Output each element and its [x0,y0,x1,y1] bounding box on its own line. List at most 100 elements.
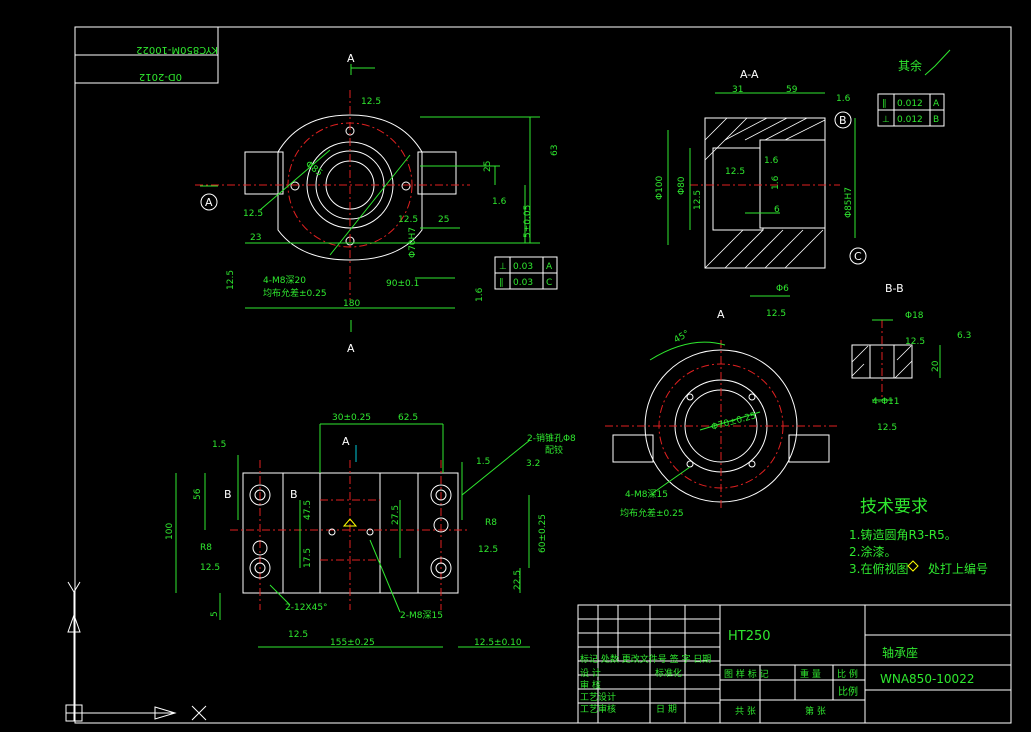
stamp-line2: 0D-2012 [139,71,182,82]
dim-phi80: Φ80 [677,176,687,195]
section-b-right: B [290,488,298,501]
rough-top-5: 1.6 [475,287,485,302]
tech-note-2: 2.涂漆。 [849,544,896,559]
dim-phi6: Φ6 [776,284,789,294]
radius-r8-left: R8 [200,543,212,553]
tol2-ref: B [933,115,939,125]
front-view [175,423,531,648]
tol1-sym: ∥ [882,99,887,109]
section-b-left: B [224,488,232,501]
dim-90: 90±0.1 [386,279,419,289]
datum-b: B [839,114,847,127]
dim-20: 20 [931,360,941,372]
tol4-sym: ∥ [499,278,504,288]
dim-12-5-front: 12.5±0.10 [474,638,522,648]
section-aa-view [667,92,856,297]
section-aa-label: A-A [740,68,759,81]
rough-aa-1: 12.5 [725,167,745,177]
tb-process-design: 工艺设计 [580,691,616,703]
datum-c: C [854,250,862,263]
top-view [195,90,540,309]
rough-bb-3: 12.5 [877,423,897,433]
dim-59: 59 [786,85,798,95]
datum-a: A [205,196,213,209]
tol3-ref: A [546,262,553,272]
dim-63: 63 [550,145,560,156]
tol4-val: 0.03 [513,278,533,288]
rough-bb-1: 12.5 [905,337,925,347]
tol2-sym: ⊥ [882,115,890,125]
dim-phi85h7: Φ85H7 [844,187,854,218]
tapped-label: 2-M8深15 [400,610,443,621]
tech-note-1: 1.铸造圆角R3-R5。 [849,527,957,542]
dim-phi85: Φ85 [303,159,324,178]
tb-standard: 标准化 [655,667,682,679]
section-a-top: A [347,52,355,65]
stamp-box: KYC850M-10022 0D-2012 [74,26,219,84]
rough-aa-2: 1.6 [764,156,779,166]
chamfer-label: 2-12X45° [285,603,328,613]
rough-front-1: 12.5 [200,563,220,573]
dim-30: 30±0.25 [332,413,371,423]
tech-note-3b: 处打上编号 [928,561,988,576]
rough-top-1: 12.5 [243,209,263,219]
rough-top-2: 12.5 [398,215,418,225]
dim-4-phi11: 4-Φ11 [872,397,900,407]
tolerance-frame-top [494,256,558,290]
dim-5-front: 5 [210,611,220,617]
dim-31: 31 [732,85,743,95]
dim-23: 23 [250,233,261,243]
tolerance-frame-aa [877,93,945,127]
section-bb-label: B-B [885,282,904,295]
ucs-icon [65,581,207,722]
dim-180: 180 [343,299,360,309]
dim-1-5b: 1.5 [476,457,490,467]
tb-ratio: 比 例 [837,668,858,680]
tol1-val: 0.012 [897,99,923,109]
rough-aa-5: 12.5 [766,309,786,319]
dim-phi18: Φ18 [905,311,924,321]
dim-45deg: 45° [673,329,692,346]
rough-aa-4: 1.6 [771,175,781,190]
rough-aa-3: 12.5 [693,190,703,210]
dim-6: 6 [774,205,780,215]
rough-top-3: 1.6 [492,197,507,207]
part-name: 轴承座 [882,645,918,660]
rough-front-3: 12.5 [288,630,308,640]
tb-stage: 图 样 标 记 [724,668,769,680]
dim-phi70: Φ70H7 [408,227,418,258]
tech-title: 技术要求 [860,497,928,517]
tech-note-3: 3.在俯视图 [849,561,908,576]
dim-62-5: 62.5 [398,413,418,423]
tol1-ref: A [933,99,940,109]
dim-100: 100 [165,523,175,540]
drawing-number: WNA850-10022 [880,672,974,686]
tb-date: 日 期 [656,704,677,715]
dim-25b: 25 [438,215,449,225]
pin-hole-label: 2-销锥孔Φ8 [527,432,576,444]
holes-top-note: 均布允差±0.25 [263,287,327,299]
tb-check: 审 核 [580,679,601,691]
section-bb-view [851,319,941,401]
dim-56: 56 [193,488,203,500]
tb-design: 设 计 [580,667,601,679]
tb-row1: 标记 处数 更改文件号 签 字 日期 [580,653,711,665]
dim-17-5: 17.5 [303,548,313,568]
tol2-val: 0.012 [897,115,923,125]
view-a-circle [605,340,840,510]
section-a-bottom: A [347,342,355,355]
section-a-front: A [342,435,350,448]
holes-view-note: 均布允差±0.25 [620,507,684,519]
rough-front-2: 12.5 [478,545,498,555]
dim-47-5: 47.5 [303,500,313,520]
rough-bb-2: 6.3 [957,331,971,341]
tol3-sym: ⊥ [499,262,507,272]
tb-weight: 重 量 [800,668,821,680]
view-a-label: A [717,308,725,321]
tb-sheet-no: 第 张 [805,705,826,717]
rough-top-4: 12.5 [226,270,236,290]
dim-12-5-top: 12.5 [361,97,381,107]
tb-process-check: 工艺审核 [580,703,616,715]
radius-r8-right: R8 [485,518,497,528]
